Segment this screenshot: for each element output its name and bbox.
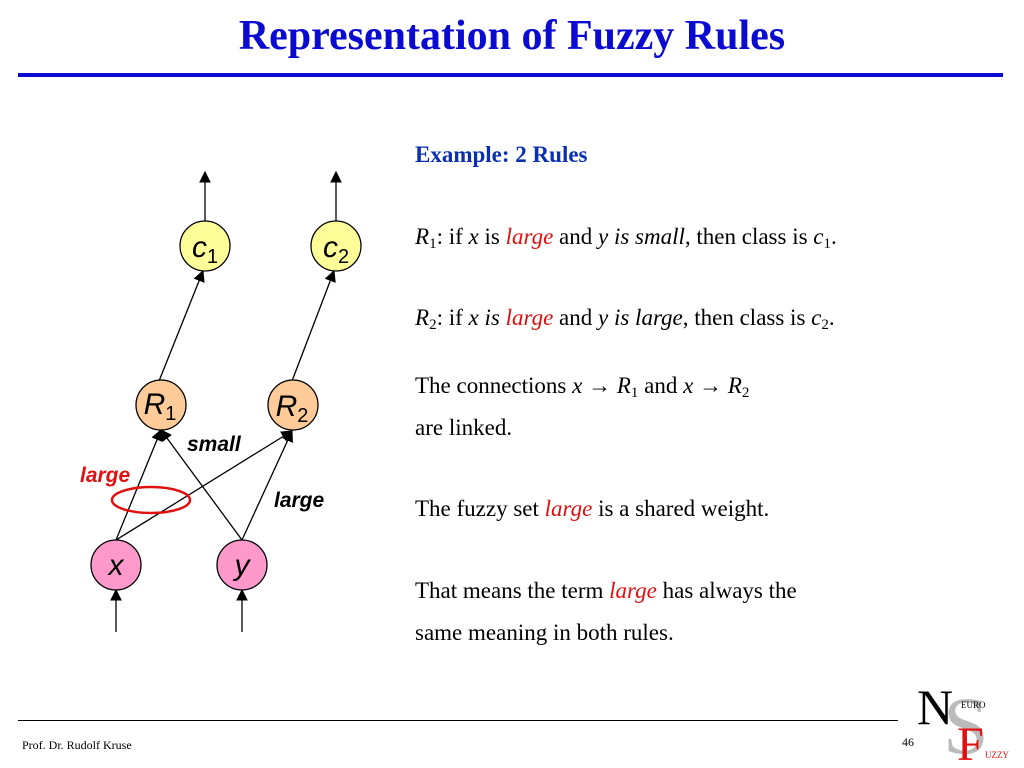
node-c2-label: c2 [323, 231, 349, 268]
shared-weight-ellipse [110, 485, 192, 515]
node-c1 [179, 220, 231, 272]
node-y-label: y [233, 549, 252, 582]
svg-text:F: F [957, 718, 984, 763]
node-c1-label: c1 [192, 231, 218, 268]
footer-author: Prof. Dr. Rudolf Kruse [22, 738, 132, 752]
connections-text: The connections x → R1 and x → R2 are li… [415, 373, 750, 440]
node-r1-label: R1 [144, 388, 177, 425]
neuro-fuzzy-logo: S N EURO F UZZY [917, 679, 1009, 763]
edge-y-r2 [241, 429, 293, 541]
meaning-text: That means the term large has always the… [415, 578, 797, 645]
svg-text:S: S [943, 680, 989, 763]
edge-r2-c2 [291, 269, 336, 382]
svg-text:UZZY: UZZY [985, 750, 1009, 760]
node-r2-label: R2 [276, 390, 309, 427]
node-x-label: x [107, 549, 125, 582]
fuzzy-rule-network-diagram: c1 c2 R1 R2 x y large small large [80, 170, 362, 632]
slide-title: Representation of Fuzzy Rules [238, 13, 786, 59]
edge-y-r1 [160, 429, 243, 541]
page-number: 46 [902, 735, 914, 749]
edge-label-large-y: large [274, 489, 325, 512]
edge-x-r1 [115, 428, 163, 541]
shared-weight-text: The fuzzy set large is a shared weight. [415, 496, 770, 521]
node-r2 [267, 379, 319, 431]
footer-divider [18, 720, 898, 721]
node-y [216, 539, 268, 591]
edge-label-small-y: small [187, 433, 242, 456]
svg-text:N: N [917, 679, 953, 735]
edge-x-r2 [115, 430, 293, 541]
node-c2 [310, 220, 362, 272]
node-r1 [135, 379, 187, 431]
rule-2-text: R2: if x is large and y is large, then c… [415, 305, 835, 333]
node-x [90, 539, 142, 591]
edge-r1-c1 [158, 269, 205, 382]
title-underline [18, 73, 1003, 77]
example-heading: Example: 2 Rules [415, 142, 588, 167]
rule-1-text: R1: if x is large and y is small, then c… [415, 224, 837, 252]
edge-label-large-x: large [80, 464, 131, 487]
svg-text:EURO: EURO [961, 700, 986, 710]
